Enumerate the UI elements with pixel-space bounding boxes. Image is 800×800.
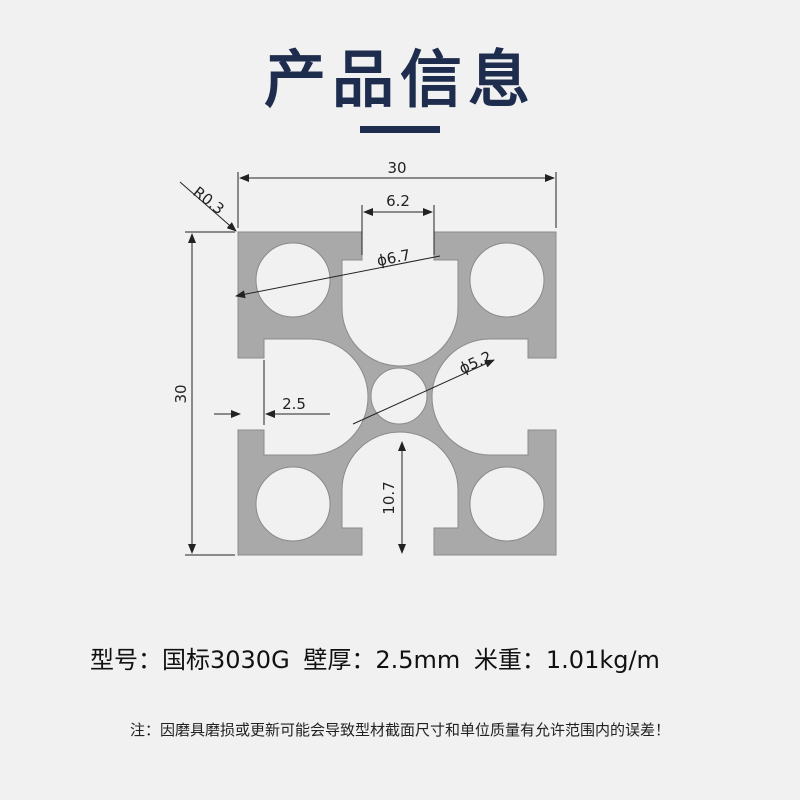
- aluminum-profile-section: [237, 231, 557, 556]
- dim-label-center-hole: ϕ5.2: [456, 347, 494, 377]
- spec-wall-thickness: 壁厚：2.5mm: [303, 646, 461, 674]
- dim-label-height: 30: [172, 384, 190, 403]
- dim-label-hole-diameter: ϕ6.7: [375, 246, 412, 270]
- tolerance-note: 注：因磨具磨损或更新可能会导致型材截面尺寸和单位质量有允许范围内的误差！: [129, 721, 670, 739]
- dim-label-width: 30: [387, 159, 406, 177]
- dim-label-slot-depth: 10.7: [380, 481, 398, 514]
- spec-model: 型号：国标3030G: [90, 646, 290, 674]
- spec-line: 型号：国标3030G 壁厚：2.5mm 米重：1.01kg/m: [90, 640, 770, 680]
- dim-label-corner-radius: R0.3: [190, 183, 228, 218]
- page-title: 产品信息: [263, 43, 536, 116]
- leader-corner-radius: [179, 181, 237, 232]
- leader-hole-diameter: [235, 255, 441, 299]
- dim-label-slot-width: 6.2: [386, 192, 410, 210]
- title-underline: [360, 126, 440, 133]
- spec-weight: 米重：1.01kg/m: [473, 646, 660, 674]
- dim-label-wall: 2.5: [282, 395, 306, 413]
- leader-center-hole: [352, 359, 495, 425]
